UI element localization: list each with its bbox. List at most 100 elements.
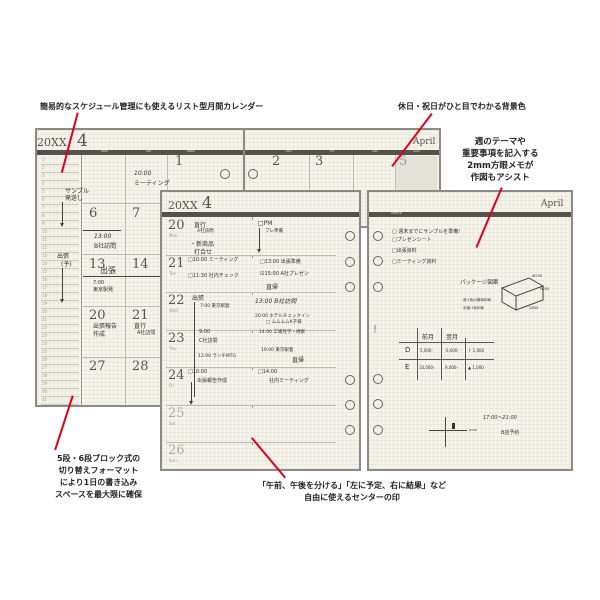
day-of-week: Sun [169, 458, 177, 463]
date: 21 [132, 308, 149, 323]
note: ミーティング [134, 180, 170, 187]
binder-ring-hole [345, 400, 355, 410]
day-sun: Sun [413, 149, 420, 153]
table-line [441, 328, 442, 380]
day-of-week: Sat [169, 420, 176, 426]
day-divider [166, 442, 336, 443]
day-divider [166, 329, 336, 331]
list-number: 25 [42, 349, 48, 354]
day-mon: Mon [101, 149, 109, 153]
note: □13:00 出張準備 [260, 259, 301, 265]
list-row-line [41, 196, 79, 197]
list-row-line [41, 276, 79, 277]
binder-ring-hole [373, 374, 383, 384]
note: 7:00 [93, 280, 105, 286]
list-number: 29 [42, 381, 48, 386]
binder-ring-hole [373, 282, 383, 292]
todo-item[interactable]: □出張資料 [392, 248, 417, 254]
date: 28 [132, 359, 149, 374]
note: 社内ミーティング [269, 378, 309, 384]
table-line [399, 359, 494, 360]
list-row-line [41, 260, 79, 261]
binder-ring-hole [373, 256, 383, 266]
note: プレ準備 [265, 229, 283, 234]
table-cell: D [405, 346, 411, 354]
table-header: 前月 [422, 334, 435, 341]
note: □10:00 ミーティング [188, 257, 239, 263]
binder-ring-hole [345, 231, 355, 241]
day-divider [166, 254, 336, 256]
list-row-line [41, 180, 79, 181]
list-number: 26 [42, 357, 48, 362]
note: □10:00 [188, 369, 208, 375]
note: 14:00 工場見学・視察 [259, 330, 305, 335]
list-number: 4 [42, 181, 45, 186]
binder-ring-hole [373, 399, 383, 409]
day-divider [166, 292, 336, 293]
caption-line: 作図もアシスト [470, 173, 530, 183]
caption-line: スペースを最大限に確保 [55, 490, 143, 499]
list-row-line [41, 236, 79, 237]
arrow-icon [257, 228, 261, 253]
note: 10:00 [134, 170, 152, 177]
list-number: 6 [42, 197, 45, 202]
binder-ring-hole [345, 282, 355, 292]
date: 13 [89, 257, 106, 272]
list-row-line [41, 204, 79, 205]
list-row-line [41, 244, 79, 245]
list-row-line [41, 220, 79, 221]
table-cell: E [405, 363, 410, 371]
list-row-line [41, 396, 79, 397]
list-number: 10 [42, 229, 48, 234]
day-date: 26 [168, 443, 185, 458]
day-of-week: Fri [169, 383, 174, 388]
caption-line: 週のテーマや [474, 137, 526, 147]
todo-item[interactable]: □プレゼンシート [392, 237, 432, 243]
list-number: 13 [42, 253, 48, 258]
caption-line: 「午前、午後を分ける」「左に予定、右に結果」など [258, 481, 446, 490]
list-number: 23 [42, 333, 48, 338]
map-road [429, 430, 467, 431]
header-band: Memo [369, 211, 571, 217]
header-band [162, 212, 359, 217]
center-mark [252, 292, 253, 295]
date: 14 [132, 257, 149, 272]
caption-line: 5段・6段ブロック式の [56, 454, 141, 463]
list-row-line [41, 340, 79, 341]
list-number: 2 [42, 165, 45, 170]
weekly-page-right: April Memo □ 週末までにサンプルを準備! □プレゼンシート □出張資… [367, 190, 573, 471]
caption-holiday-color: 休日・祝日がひと目でわかる背景色 [398, 102, 526, 111]
table-line [417, 328, 418, 380]
header-band: Thu Fri Sat Sun [245, 149, 439, 155]
caption-list-calendar: 簡易的なスケジュール管理にも使えるリスト型月間カレンダー [40, 102, 264, 111]
list-number: 19 [42, 301, 48, 306]
month-name: April [541, 199, 564, 209]
package-note: 平面:1色印刷 [463, 306, 484, 310]
list-row-line [41, 268, 79, 269]
list-row-line [41, 228, 79, 229]
note: ・新商品 [190, 241, 215, 248]
year: 20XX [37, 136, 67, 149]
table-cell: ▲ 1,000 [468, 365, 484, 370]
road-label: R246 [469, 428, 477, 432]
note: 出張報告作成 [197, 378, 228, 384]
dim-d: D500 [529, 306, 539, 310]
todo-item[interactable]: □ 週末までにサンプルを準備! [392, 229, 461, 235]
list-note: サンプル [65, 188, 89, 195]
list-number: 27 [42, 365, 48, 370]
list-number: 20 [42, 309, 48, 314]
note: □11:30 社内チェック [188, 273, 239, 279]
list-note: 出張 [57, 253, 70, 260]
todo-item[interactable]: □ミーティング資料 [392, 259, 437, 265]
center-mark [252, 217, 253, 220]
list-note: 発送し [65, 195, 84, 202]
list-row-line [41, 404, 79, 405]
note: 直行 [194, 222, 207, 229]
note: □ ムムムムK子様 [266, 320, 302, 325]
center-mark [252, 442, 253, 445]
note: 出張 [192, 295, 205, 302]
list-row-line [41, 212, 79, 213]
list-row-line [41, 164, 79, 165]
day-date: 23 [168, 330, 185, 346]
